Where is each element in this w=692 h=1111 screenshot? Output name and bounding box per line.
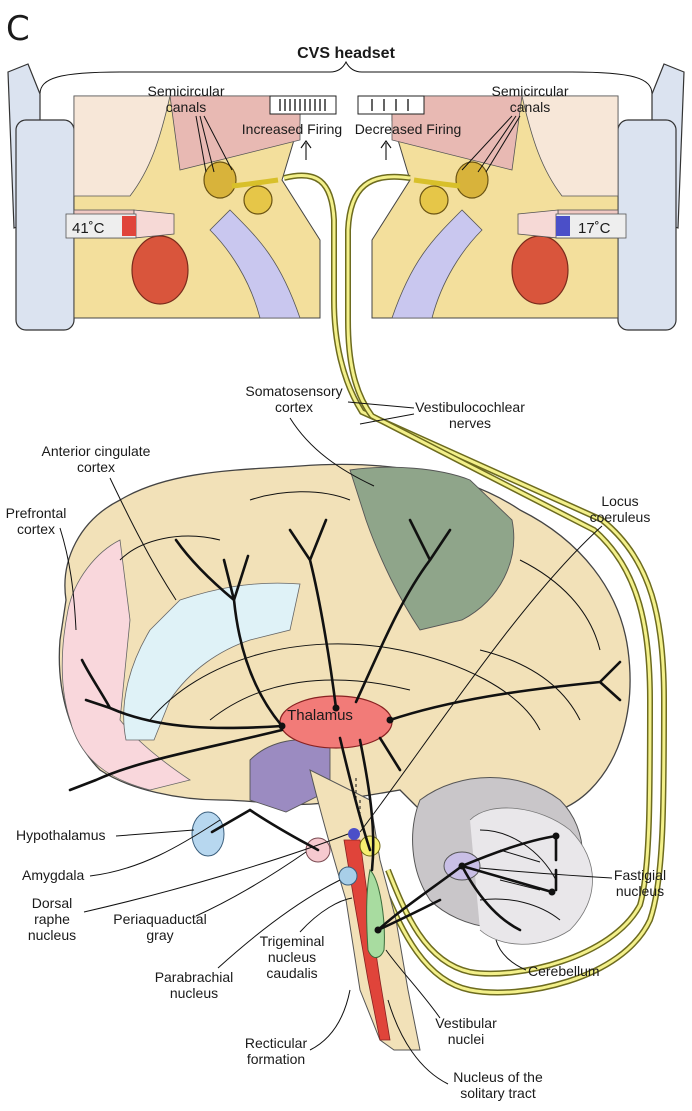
left-temperature: 41˚C [72,220,105,237]
solitary-label-line2: solitary tract [460,1085,536,1101]
thalamus-label: Thalamus [287,707,353,724]
right-canals-label-line2: canals [510,99,550,115]
recticular-label-line1: Recticular [245,1035,308,1051]
left-canals-label-line1: Semicircular [147,83,224,99]
decreased-firing-indicator [358,96,424,114]
headset-title: CVS headset [297,45,395,62]
locus-label-line1: Locus [601,493,638,509]
trigeminal-leader [300,898,352,932]
left-headset-earpiece [8,64,74,330]
dorsal-raphe-label-line2: raphe [34,911,70,927]
right-canals-label-line1: Semicircular [491,83,568,99]
recticular-leader [310,990,350,1050]
trigeminal-label-line3: caudalis [266,965,317,981]
solitary-label-line1: Nucleus of the [453,1069,543,1085]
somatosensory-label-line2: cortex [275,399,313,415]
right-temperature: 17˚C [578,220,611,237]
parabrachial-label-line1: Parabrachial [155,969,234,985]
anterior-cingulate-label-line1: Anterior cingulate [42,443,151,459]
increased-firing-indicator [270,96,336,114]
somatosensory-label-line1: Somatosensory [245,383,342,399]
increased-firing-arrow [301,141,311,160]
vestibulocochlear-label-line1: Vestibulocochlear [415,399,525,415]
hypothalamus-leader [116,830,194,836]
trigeminal-label-line1: Trigeminal [260,933,325,949]
trigeminal-label-line2: nucleus [268,949,316,965]
cerebellum-label: Cerebellum [528,963,600,979]
anterior-cingulate-label-line2: cortex [77,459,115,475]
dorsal-raphe-label-line1: Dorsal [32,895,72,911]
prefrontal-label-line2: cortex [17,521,55,537]
amygdala-label: Amygdala [22,867,84,883]
parabrachial-label-line2: nucleus [170,985,218,1001]
vestibulocochlear-label-line2: nerves [449,415,491,431]
hypothalamus-label: Hypothalamus [16,827,106,843]
left-canals-label-line2: canals [166,99,206,115]
increased-firing-label: Increased Firing [242,121,342,137]
recticular-label-line2: formation [247,1051,305,1067]
periaqueductal-leader [196,852,306,916]
periaqueductal-label-line2: gray [146,927,173,943]
dorsal-raphe-label-line3: nucleus [28,927,76,943]
decreased-firing-label: Decreased Firing [355,121,462,137]
fastigial-label-line2: nucleus [616,883,664,899]
panel-label: C [6,9,30,49]
vestibular-nuclei-label-line2: nuclei [448,1031,485,1047]
right-headset-earpiece [618,64,684,330]
decreased-firing-arrow [381,141,391,160]
fastigial-label-line1: Fastigial [614,867,666,883]
prefrontal-label-line1: Prefrontal [6,505,67,521]
vestibular-nuclei-label-line1: Vestibular [435,1015,497,1031]
locus-label-line2: coeruleus [590,509,651,525]
periaqueductal-label-line1: Periaquaductal [113,911,206,927]
